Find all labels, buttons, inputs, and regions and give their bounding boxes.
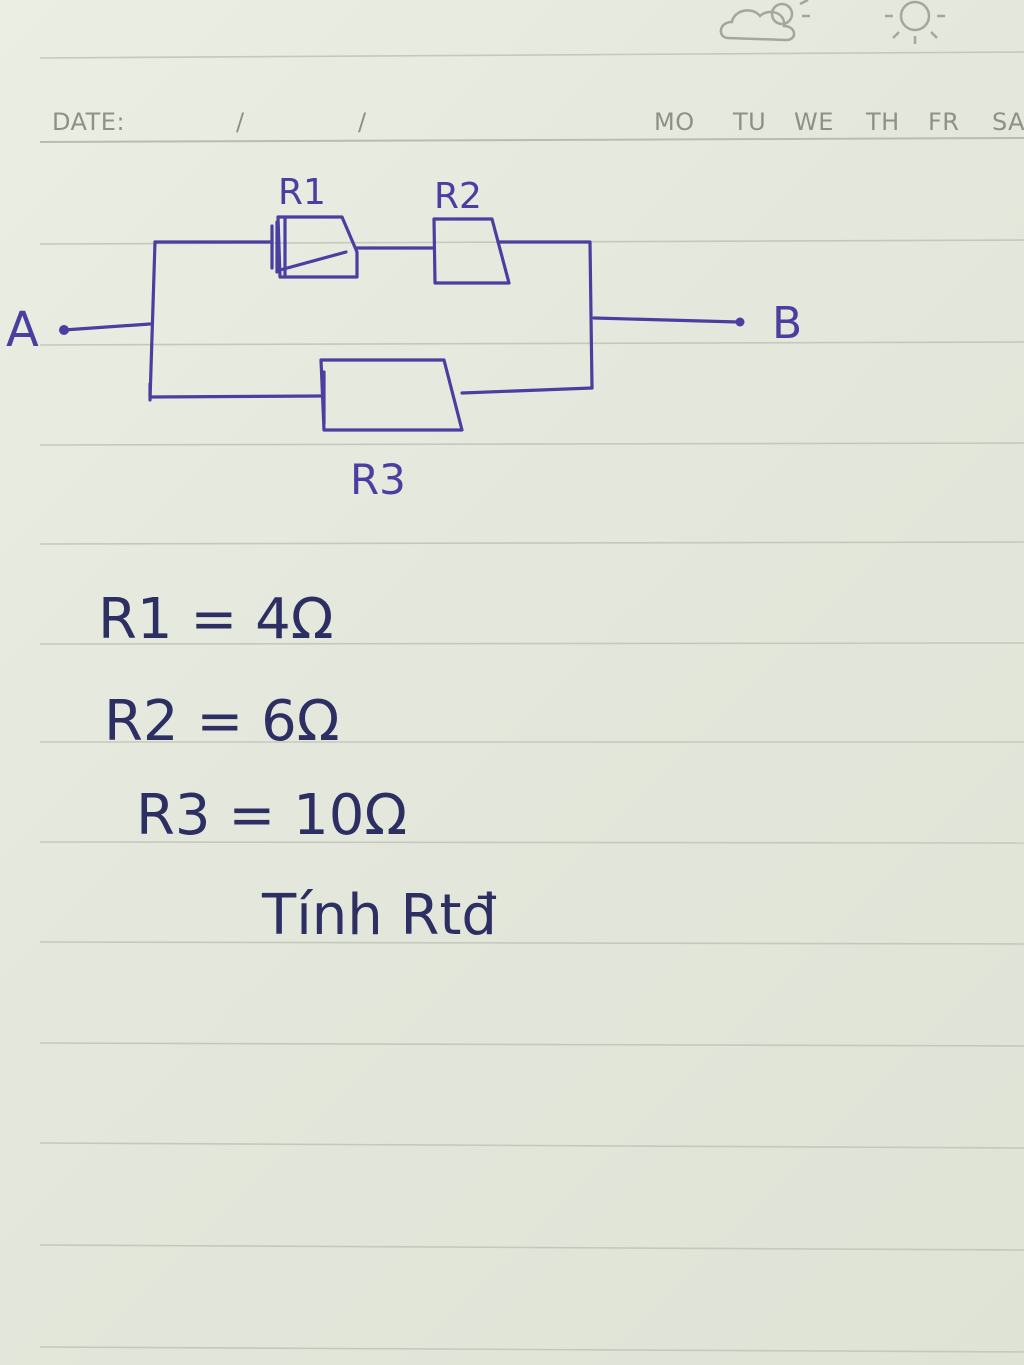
cloud-sun-icon	[719, 0, 810, 42]
weekday-tu: TU	[732, 108, 766, 136]
r2-label: R2	[434, 176, 482, 217]
r1-label: R1	[278, 172, 326, 213]
date-label: DATE:	[52, 108, 125, 136]
node-b-label: B	[772, 298, 802, 349]
weekday-we: WE	[794, 108, 834, 136]
wire-bottom-right	[460, 386, 594, 395]
node-a-label: A	[6, 302, 39, 358]
weekday-mo: MO	[654, 108, 695, 136]
weekday-th: TH	[865, 108, 900, 136]
sun-icon	[885, 0, 945, 44]
wire-top-right	[496, 240, 594, 390]
date-separator: /	[358, 108, 367, 136]
resistor-r3	[319, 358, 464, 432]
resistor-r2	[432, 217, 511, 285]
given-r3: R3 = 10Ω	[136, 783, 407, 848]
wire-b	[592, 316, 740, 324]
weekday-sa: SA	[992, 108, 1024, 136]
r3-label: R3	[350, 455, 406, 504]
circuit-diagram: A B R1 R2 R3	[6, 172, 802, 504]
node-b-terminal	[735, 317, 745, 327]
wire-left	[148, 240, 157, 402]
wire-a	[62, 322, 152, 332]
given-r2: R2 = 6Ω	[104, 689, 339, 754]
given-values: R1 = 4Ω R2 = 6Ω R3 = 10Ω Tính Rtđ	[98, 587, 497, 948]
given-r1: R1 = 4Ω	[98, 587, 333, 652]
resistor-r1-edge	[270, 220, 279, 274]
resistor-r1	[276, 215, 359, 279]
date-separator: /	[236, 108, 245, 136]
weekday-fr: FR	[928, 108, 959, 136]
wire-bottom-left	[148, 382, 324, 399]
task-text: Tính Rtđ	[261, 883, 497, 948]
